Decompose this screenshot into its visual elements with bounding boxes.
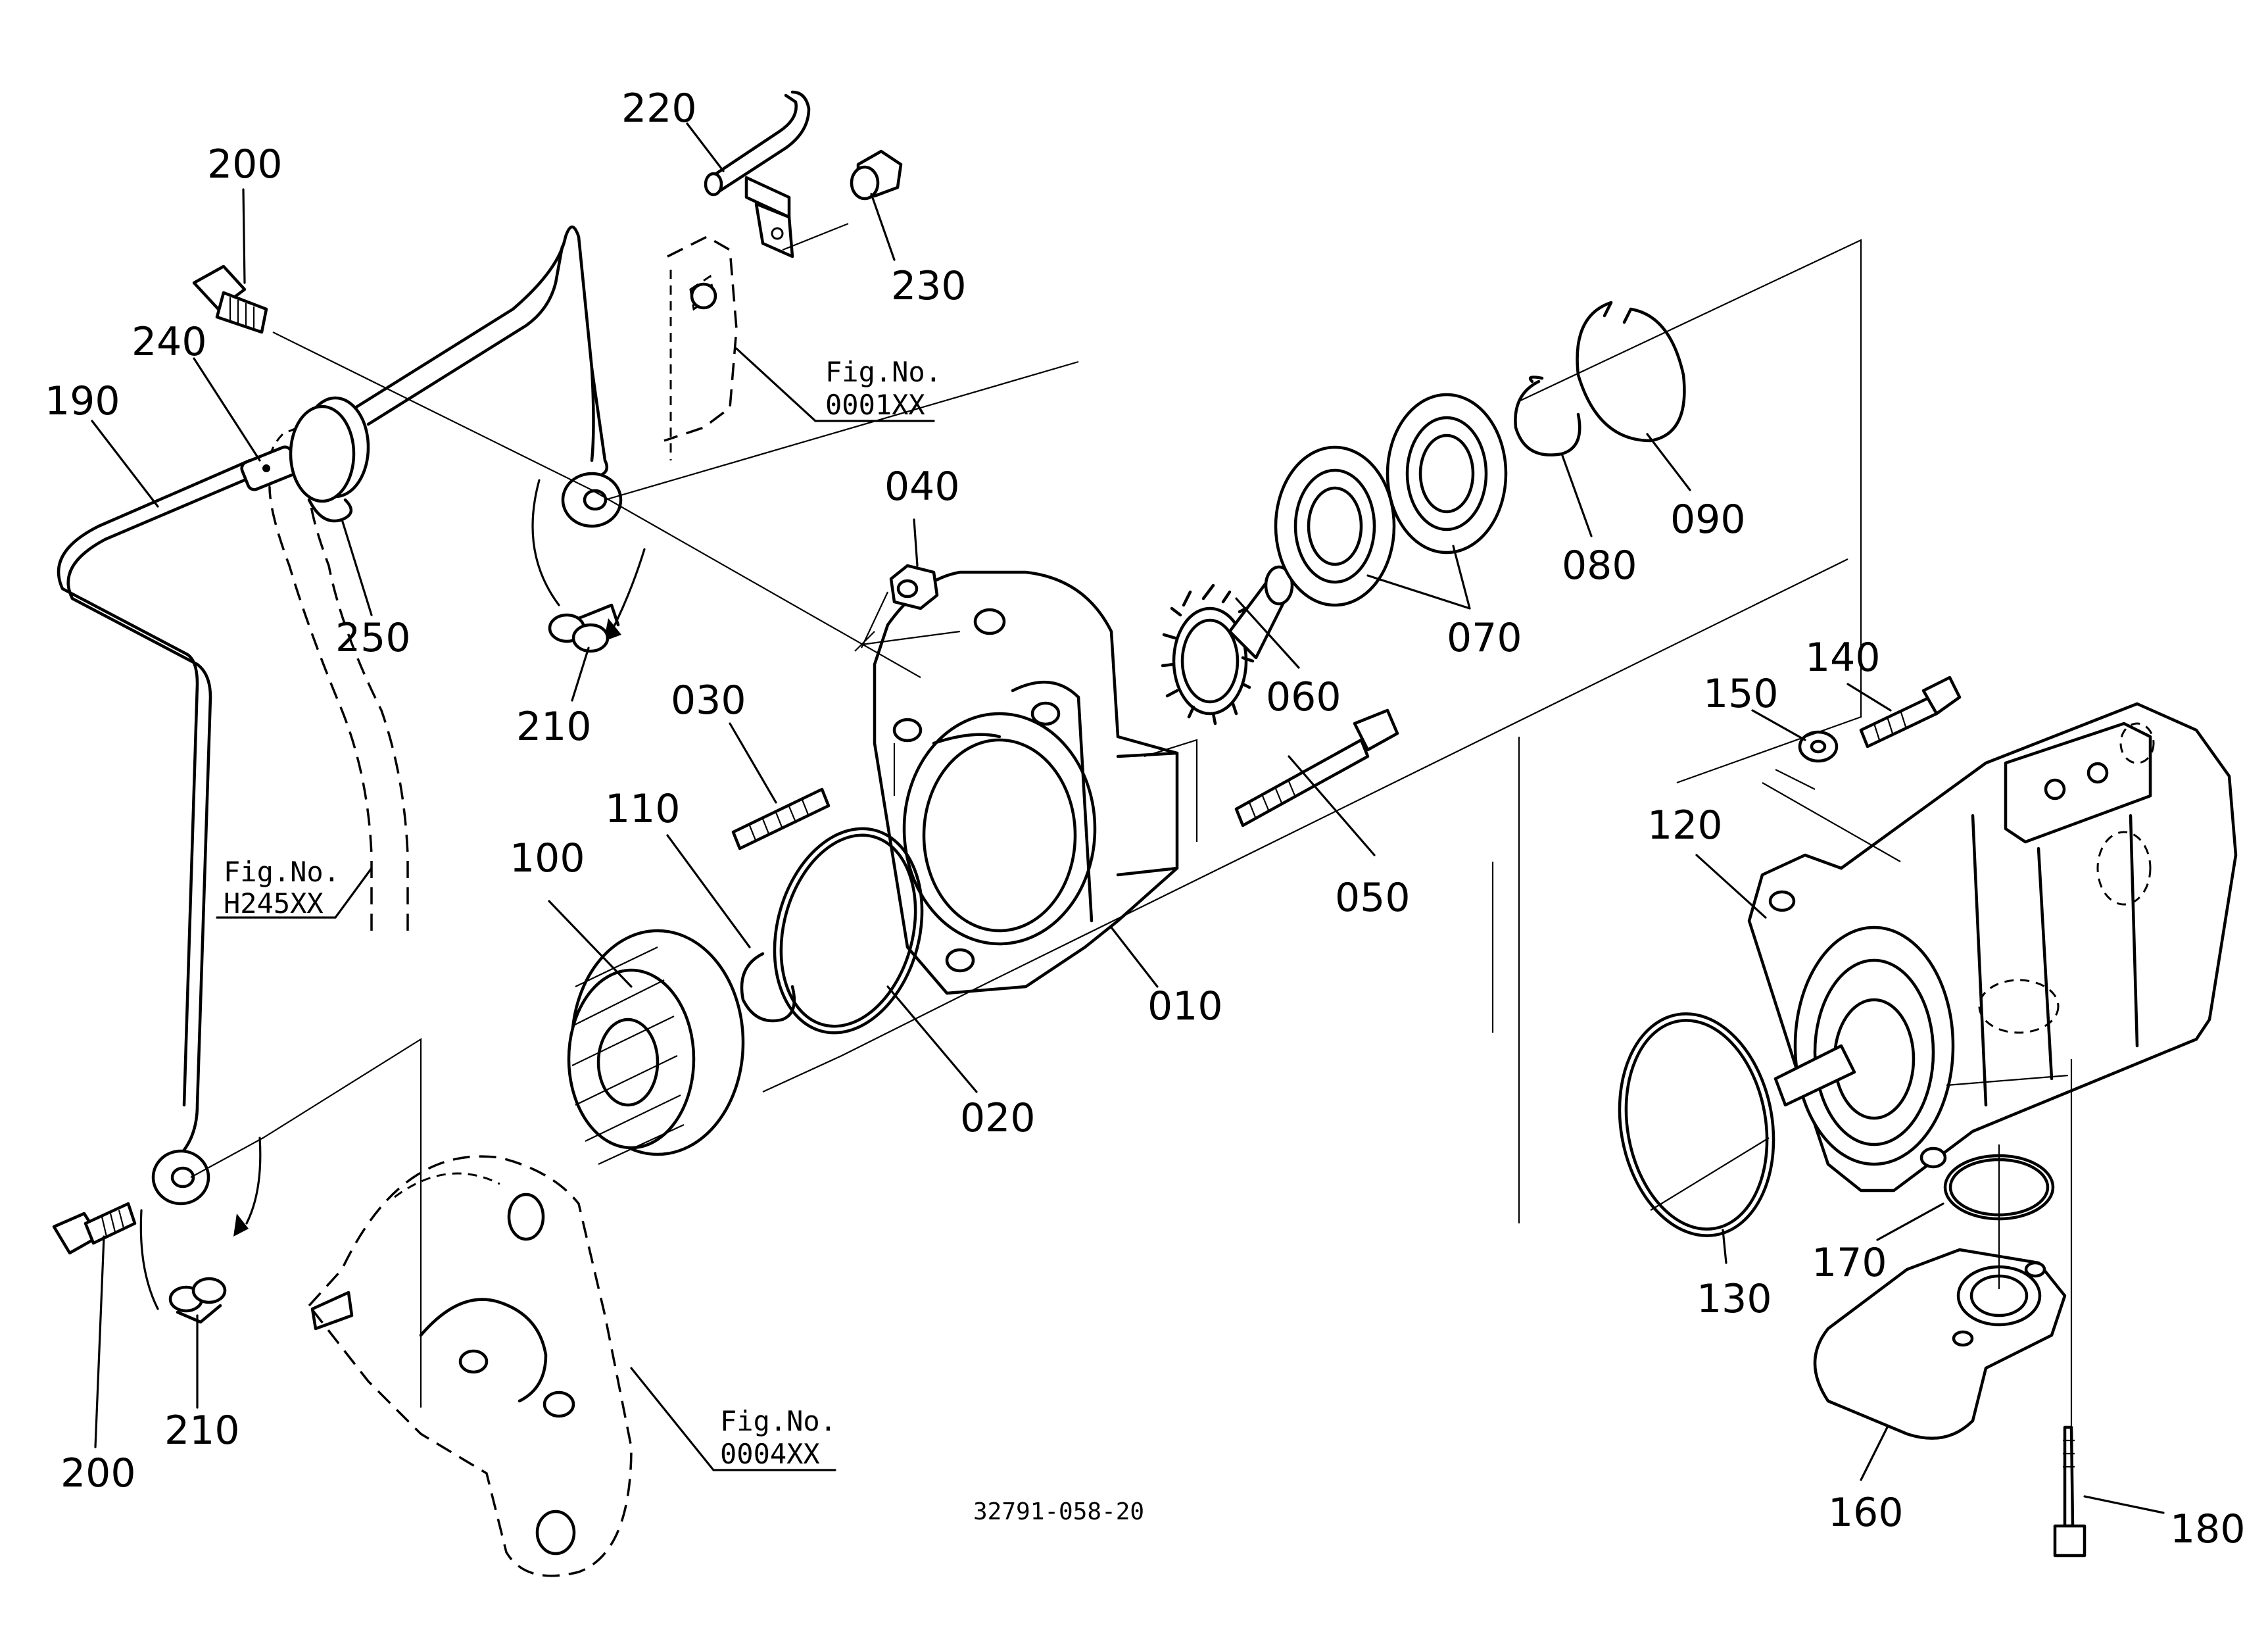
internal-snap-ring-090 <box>1576 301 1686 443</box>
snap-ring-110 <box>740 952 796 1023</box>
label-170: 170 <box>1812 1240 1887 1286</box>
bracket-fig0001 <box>664 235 738 460</box>
washer-pair-210-upper <box>548 603 620 653</box>
label-200-upper: 200 <box>207 141 283 187</box>
snap-ring-080 <box>1514 376 1581 456</box>
washer-150 <box>1798 730 1839 763</box>
label-030: 030 <box>671 677 746 724</box>
label-060: 060 <box>1266 674 1341 720</box>
label-130: 130 <box>1697 1276 1772 1322</box>
banjo-bolt-200-upper <box>192 264 268 334</box>
label-020: 020 <box>960 1095 1036 1141</box>
hydraulic-pump-120 <box>1747 702 2238 1192</box>
bolt-230 <box>850 149 903 201</box>
label-150: 150 <box>1703 671 1779 717</box>
ball-bearing-070-a <box>1274 445 1396 607</box>
bolt-180 <box>2053 1425 2087 1558</box>
label-230: 230 <box>891 263 967 309</box>
bracket-fig0004 <box>307 1155 633 1577</box>
fig-ref-h245-prefix: Fig.No. <box>224 856 340 888</box>
drawing-code: 32791-058-20 <box>973 1498 1144 1525</box>
label-240: 240 <box>132 319 207 365</box>
label-100: 100 <box>510 835 585 881</box>
gear-shaft-060 <box>1161 565 1294 725</box>
o-ring-130 <box>1618 1012 1775 1237</box>
label-190: 190 <box>45 378 120 424</box>
banjo-bolt-200-lower <box>52 1202 137 1255</box>
label-070: 070 <box>1447 615 1522 661</box>
nut-040 <box>889 564 939 610</box>
gear-100 <box>567 929 745 1165</box>
leader-lines <box>91 122 2165 1514</box>
label-080: 080 <box>1562 543 1637 589</box>
pipe-clamp-220 <box>704 90 811 258</box>
label-050: 050 <box>1335 875 1411 921</box>
oil-pipe-assembly <box>57 225 646 1310</box>
fig-ref-0001-code: 0001XX <box>825 389 925 421</box>
bolt-050 <box>1234 708 1399 827</box>
ball-bearing-070-b <box>1386 393 1508 554</box>
fig-ref-h245-code: H245XX <box>224 887 324 920</box>
label-250: 250 <box>335 615 411 661</box>
fig-ref-0004-prefix: Fig.No. <box>720 1405 836 1437</box>
label-160: 160 <box>1828 1490 1904 1536</box>
label-200-lower: 200 <box>60 1450 136 1496</box>
label-040: 040 <box>884 464 960 510</box>
label-180: 180 <box>2170 1506 2246 1552</box>
part-number-labels: 220 230 200 240 190 250 210 200 210 040 … <box>45 86 2246 1552</box>
housing-010 <box>873 570 1179 995</box>
label-220: 220 <box>621 86 697 132</box>
bolt-140 <box>1859 676 1962 749</box>
fig-ref-0001-prefix: Fig.No. <box>825 356 942 388</box>
washer-pair-210-lower <box>168 1277 227 1324</box>
label-210-upper: 210 <box>516 704 592 750</box>
label-090: 090 <box>1670 497 1746 543</box>
label-010: 010 <box>1147 983 1223 1029</box>
label-120: 120 <box>1647 802 1723 848</box>
fig-ref-0004-code: 0004XX <box>720 1438 820 1470</box>
figure-references: Fig.No. 0001XX Fig.No. H245XX Fig.No. 00… <box>224 356 942 1470</box>
stud-030 <box>731 787 831 850</box>
label-110: 110 <box>605 786 681 832</box>
o-ring-020 <box>773 827 924 1035</box>
elbow-flange-160 <box>1813 1248 2067 1440</box>
label-140: 140 <box>1805 635 1881 681</box>
label-210-lower: 210 <box>164 1408 240 1454</box>
